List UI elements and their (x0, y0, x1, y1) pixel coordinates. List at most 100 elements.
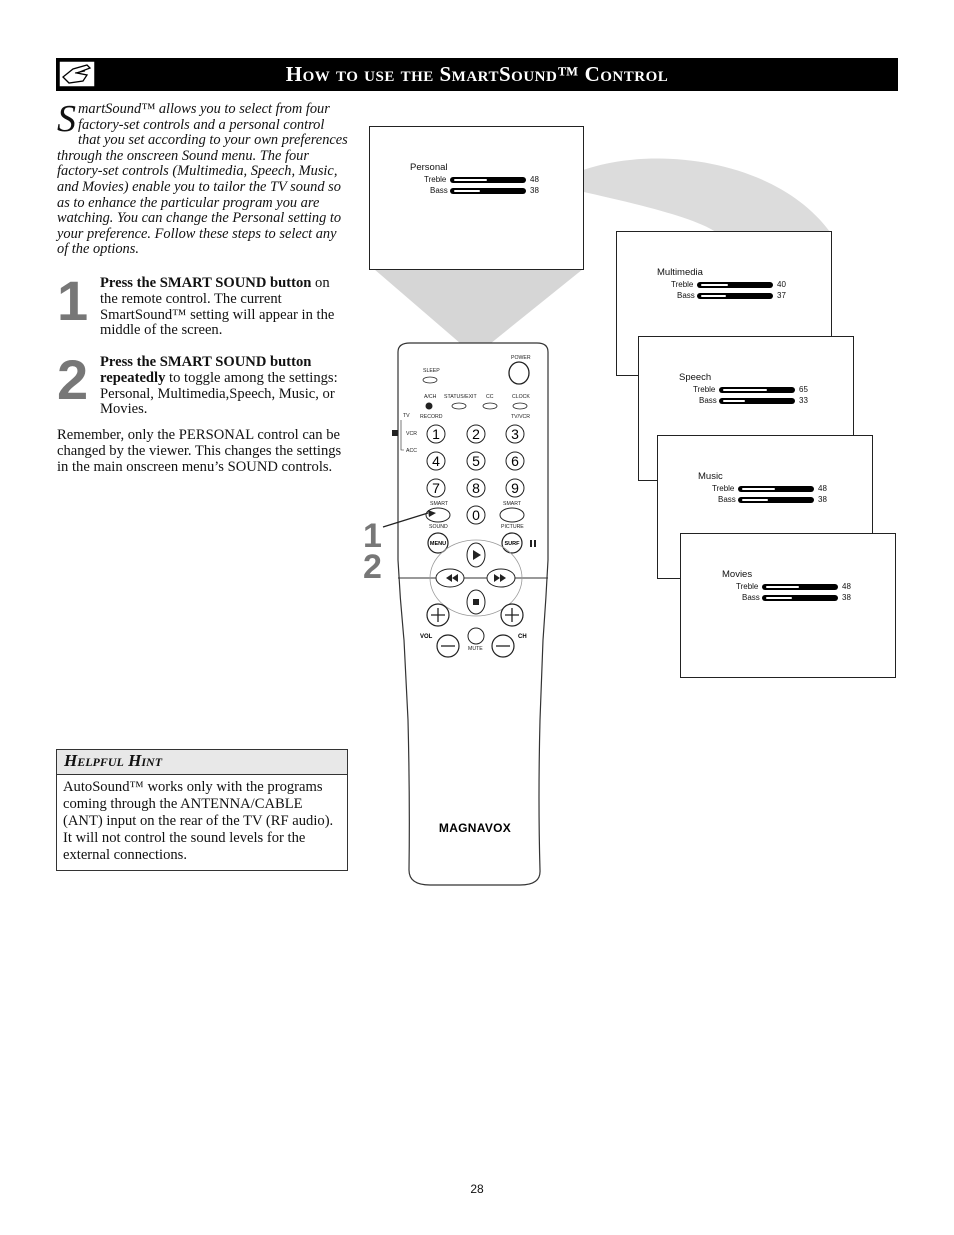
screen-multimedia-treble-bar (697, 282, 773, 288)
screen-music-bass-value: 38 (818, 495, 827, 504)
digit-7-button[interactable]: 7 (432, 480, 440, 496)
step-1-text: Press the SMART SOUND button on the remo… (100, 275, 350, 339)
screen-speech-bass-bar (719, 398, 795, 404)
screen-speech-treble-label: Treble (693, 385, 716, 394)
screen-movies-treble-bar (762, 584, 838, 590)
ach-label: A/CH (424, 394, 437, 400)
screen-personal-treble-bar (450, 177, 526, 183)
fast-forward-icon (494, 574, 500, 582)
rewind-icon (446, 574, 452, 582)
screen-personal-bass-label: Bass (430, 186, 448, 195)
screen-music-treble-bar (738, 486, 814, 492)
hint-box (56, 749, 348, 871)
digit-4-button[interactable]: 4 (432, 453, 440, 469)
screen-multimedia-bass-label: Bass (677, 291, 695, 300)
remember-note: Remember, only the PERSONAL control can … (57, 427, 342, 475)
digit-9-button[interactable]: 9 (511, 480, 519, 496)
surf-button[interactable]: SURF (505, 541, 521, 547)
mute-button[interactable] (467, 627, 485, 645)
screen-speech-bass-value: 33 (799, 396, 808, 405)
status-exit-button[interactable] (451, 402, 467, 410)
screen-music-treble-label: Treble (712, 484, 735, 493)
screen-movies-bass-value: 38 (842, 593, 851, 602)
mode-tv-label: TV (403, 413, 410, 419)
screen-personal-bass-value: 38 (530, 186, 539, 195)
hint-text: AutoSound™ works only with the programs … (63, 779, 334, 863)
screen-personal-title: Personal (410, 162, 448, 173)
cc-label: CC (486, 394, 494, 400)
screen-music-bass-label: Bass (718, 495, 736, 504)
intro-text: martSound™ allows you to select from fou… (57, 101, 348, 258)
step-2-number: 2 (57, 348, 89, 411)
vol-label: VOL (420, 634, 433, 640)
menu-button[interactable]: MENU (430, 541, 446, 547)
digit-8-button[interactable]: 8 (472, 480, 480, 496)
plus-icon (505, 608, 519, 622)
screen-speech-title: Speech (679, 372, 712, 383)
screen-movies-title: Movies (722, 569, 753, 580)
digit-5-button[interactable]: 5 (472, 453, 480, 469)
screen-speech-bass-label: Bass (699, 396, 717, 405)
screen-multimedia-bass-bar (697, 293, 773, 299)
plus-icon (431, 608, 445, 622)
digit-2-button[interactable]: 2 (472, 426, 480, 442)
smart-sound-label-bottom: SOUND (429, 524, 448, 530)
screen-movies-treble-value: 48 (842, 582, 851, 591)
record-button[interactable] (425, 402, 433, 410)
clock-label: CLOCK (512, 394, 530, 400)
power-button[interactable] (508, 361, 530, 385)
hint-header (57, 750, 347, 775)
clock-button[interactable] (512, 402, 528, 410)
step-1-number: 1 (57, 269, 89, 332)
mode-acc-label: ACC (406, 448, 417, 454)
step-2-rest: to toggle among the settings: Personal, … (100, 369, 338, 418)
page-title: How to use the SmartSound™ Control (285, 62, 669, 86)
screen-multimedia-treble-label: Treble (671, 280, 694, 289)
screen-music-title: Music (698, 471, 723, 482)
smart-picture-label-top: SMART (503, 501, 522, 507)
screen-movies-treble-label: Treble (736, 582, 759, 591)
step-2-bold: Press the SMART SOUND button repeatedly (100, 354, 312, 386)
callout-arrow (382, 512, 429, 528)
brand-logo: MAGNAVOX (439, 821, 511, 835)
stop-icon (473, 599, 479, 605)
screen-multimedia-bass-value: 37 (777, 291, 786, 300)
smart-picture-button[interactable] (499, 507, 525, 523)
step-1-rest: on the remote control. The current Smart… (100, 275, 335, 339)
mute-label: MUTE (468, 646, 483, 652)
screen-movies: Movies Treble Bass 48 38 (680, 533, 896, 678)
sleep-label: SLEEP (423, 368, 440, 374)
callout-1: 1 (363, 517, 382, 555)
tvvcr-label: TV/VCR (511, 414, 530, 420)
screen-movies-bass-label: Bass (742, 593, 760, 602)
digit-1-button[interactable]: 1 (432, 426, 440, 442)
screen-speech-treble-value: 65 (799, 385, 808, 394)
callout-2: 2 (363, 548, 382, 586)
hint-title: Helpful Hint (64, 751, 163, 770)
smart-picture-label-bottom: PICTURE (501, 524, 524, 530)
sleep-button[interactable] (422, 376, 438, 384)
digit-0-button[interactable]: 0 (472, 507, 480, 523)
ch-label: CH (518, 634, 527, 640)
remote-body (397, 342, 549, 886)
record-label: RECORD (420, 414, 443, 420)
mode-vcr-label: VCR (406, 431, 417, 437)
step-1-bold: Press the SMART SOUND button (100, 275, 312, 291)
screen-personal: Personal Treble Bass 48 38 (369, 126, 584, 270)
screen-personal-bass-bar (450, 188, 526, 194)
mode-switch[interactable] (392, 430, 398, 436)
remote-control: POWER SLEEP A/CH STATUS/EXIT CC CLOCK RE… (363, 342, 549, 886)
screen-multimedia-title: Multimedia (657, 267, 703, 278)
screen-music-treble-value: 48 (818, 484, 827, 493)
digit-3-button[interactable]: 3 (511, 426, 519, 442)
page-number: 28 (470, 1182, 484, 1196)
digit-6-button[interactable]: 6 (511, 453, 519, 469)
status-exit-label: STATUS/EXIT (444, 394, 477, 400)
play-icon (473, 550, 481, 560)
screen-personal-treble-label: Treble (424, 175, 447, 184)
screen-speech-treble-bar (719, 387, 795, 393)
cc-button[interactable] (482, 402, 498, 410)
screen-personal-treble-value: 48 (530, 175, 539, 184)
